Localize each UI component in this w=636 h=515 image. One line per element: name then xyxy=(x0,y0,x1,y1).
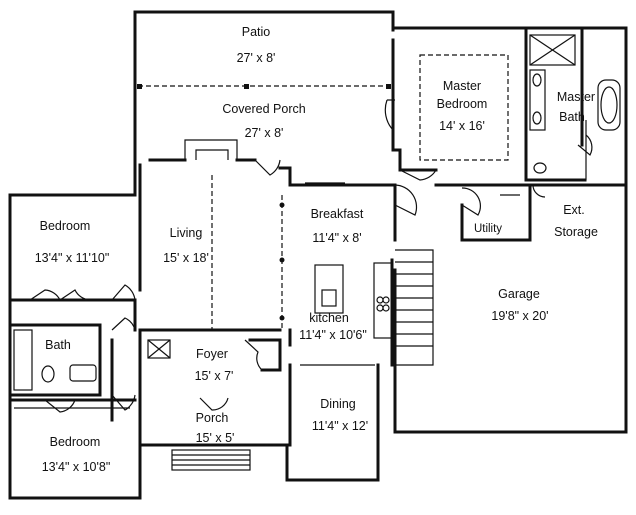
breakfast-name: Breakfast xyxy=(311,207,364,221)
bedroom-top-name: Bedroom xyxy=(40,219,91,233)
foyer-name: Foyer xyxy=(196,347,228,361)
exterior-walls xyxy=(8,10,628,500)
master-tray-ceiling xyxy=(419,54,509,161)
patio-name: Patio xyxy=(242,25,271,39)
living-name: Living xyxy=(170,226,203,240)
covered-porch-dims: 27' x 8' xyxy=(245,126,284,140)
doors xyxy=(29,99,593,413)
garage-name: Garage xyxy=(498,287,540,301)
breakfast-dims: 11'4" x 8' xyxy=(312,231,361,245)
kitchen-dims: 11'4" x 10'6" xyxy=(299,328,367,342)
dining-dims: 11'4" x 12' xyxy=(312,419,368,433)
stairs xyxy=(395,249,434,366)
front-steps xyxy=(140,444,287,471)
kitchen-island xyxy=(314,264,344,314)
ext-storage-line2: Storage xyxy=(554,225,598,239)
master-bedroom-dims: 14' x 16' xyxy=(439,119,485,133)
master-bedroom-line1: Master xyxy=(443,79,481,93)
master-bedroom-line2: Bedroom xyxy=(437,97,488,111)
bedroom-bottom-dims: 13'4" x 10'8" xyxy=(42,460,111,474)
patio-dims: 27' x 8' xyxy=(237,51,276,65)
room-labels: Patio 27' x 8' Covered Porch 27' x 8' Ma… xyxy=(35,25,598,474)
bedroom-top-dims: 13'4" x 11'10" xyxy=(35,251,110,265)
foyer-dims: 15' x 7' xyxy=(195,369,234,383)
interior-walls xyxy=(8,26,587,447)
kitchen-name: kitchen xyxy=(309,311,349,325)
bath-name: Bath xyxy=(45,338,71,352)
master-bath-line2: Bath xyxy=(559,110,585,124)
porch-name: Porch xyxy=(196,411,229,425)
living-dims: 15' x 18' xyxy=(163,251,209,265)
covered-porch-name: Covered Porch xyxy=(222,102,305,116)
garage-dims: 19'8" x 20' xyxy=(491,309,548,323)
bedroom-bottom-name: Bedroom xyxy=(50,435,101,449)
master-bath-fixtures xyxy=(529,34,621,174)
dining-name: Dining xyxy=(320,397,355,411)
utility-name: Utility xyxy=(474,223,502,235)
ext-storage-line1: Ext. xyxy=(563,203,585,217)
porch-dims: 15' x 5' xyxy=(196,431,235,445)
master-bath-line1: Master xyxy=(557,90,595,104)
